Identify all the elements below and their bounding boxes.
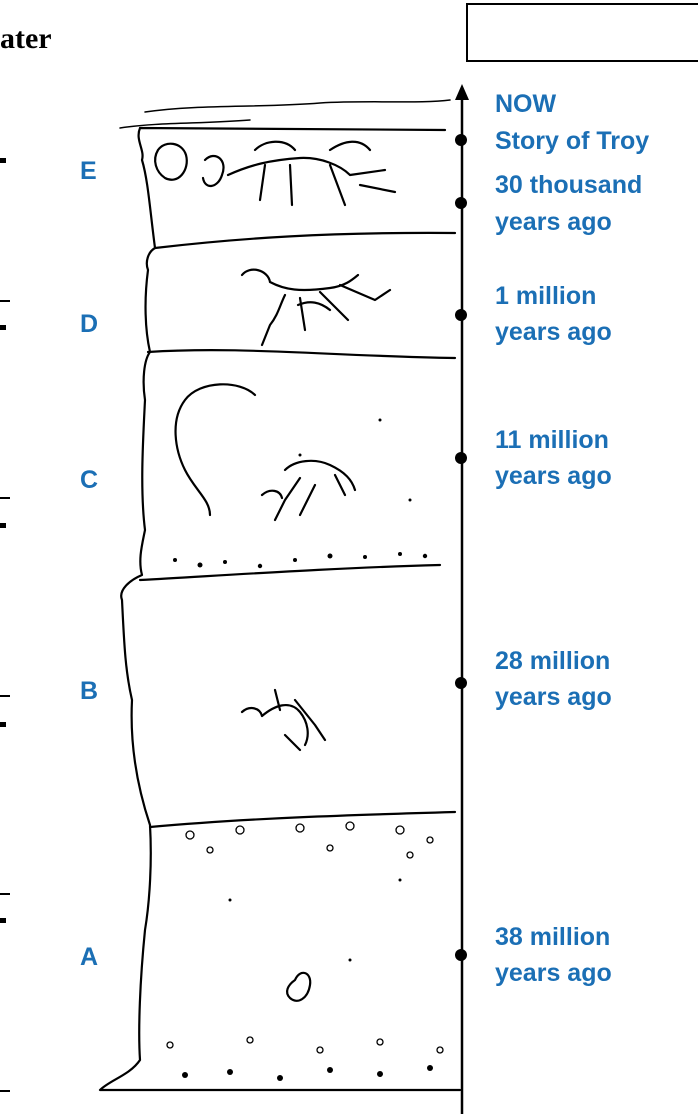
timeline-dot — [455, 677, 467, 689]
layer-label-D: D — [80, 310, 98, 339]
layer-boundary-E-D — [155, 233, 455, 248]
fossil-skeleton-small — [262, 461, 355, 520]
fossil-snake — [176, 384, 255, 515]
timeline-label-38-million: 38 million — [495, 921, 610, 954]
fossil-skeleton-medium — [242, 270, 390, 345]
timeline-label-38-million-sub: years ago — [495, 957, 612, 990]
layer-label-C: C — [80, 466, 98, 495]
sediment-texture — [173, 419, 433, 1082]
timeline-label-1-million-sub: years ago — [495, 316, 612, 349]
pebble-texture — [167, 822, 443, 1053]
layer-label-B: B — [80, 677, 98, 706]
layer-label-E: E — [80, 157, 97, 186]
layer-boundary-D-C — [148, 350, 455, 358]
timeline-label-11-million: 11 million — [495, 424, 609, 457]
topsoil-band — [120, 100, 450, 128]
timeline-label-28-million: 28 million — [495, 645, 610, 678]
timeline-label-30-thousand: 30 thousand — [495, 169, 642, 202]
timeline-dot — [455, 452, 467, 464]
timeline-dot — [455, 197, 467, 209]
timeline-now-label: NOW — [495, 88, 556, 121]
timeline-label-troy: Story of Troy — [495, 125, 649, 158]
timeline-dot — [455, 309, 467, 321]
timeline-label-1-million: 1 million — [495, 280, 596, 313]
layer-boundary-C-B — [140, 565, 440, 580]
timeline-dot — [455, 949, 467, 961]
fossil-skeleton-large — [203, 142, 395, 205]
timeline-label-11-million-sub: years ago — [495, 460, 612, 493]
timeline-dot — [455, 134, 467, 146]
layer-label-A: A — [80, 943, 98, 972]
fossil-shell — [287, 973, 310, 1001]
fossil-skull — [155, 144, 187, 180]
timeline-label-28-million-sub: years ago — [495, 681, 612, 714]
strata-outline — [100, 128, 460, 1090]
fossil-skeleton-tiny — [242, 690, 325, 750]
timeline-label-30-thousand-sub: years ago — [495, 206, 612, 239]
timeline-arrowhead — [455, 84, 469, 100]
